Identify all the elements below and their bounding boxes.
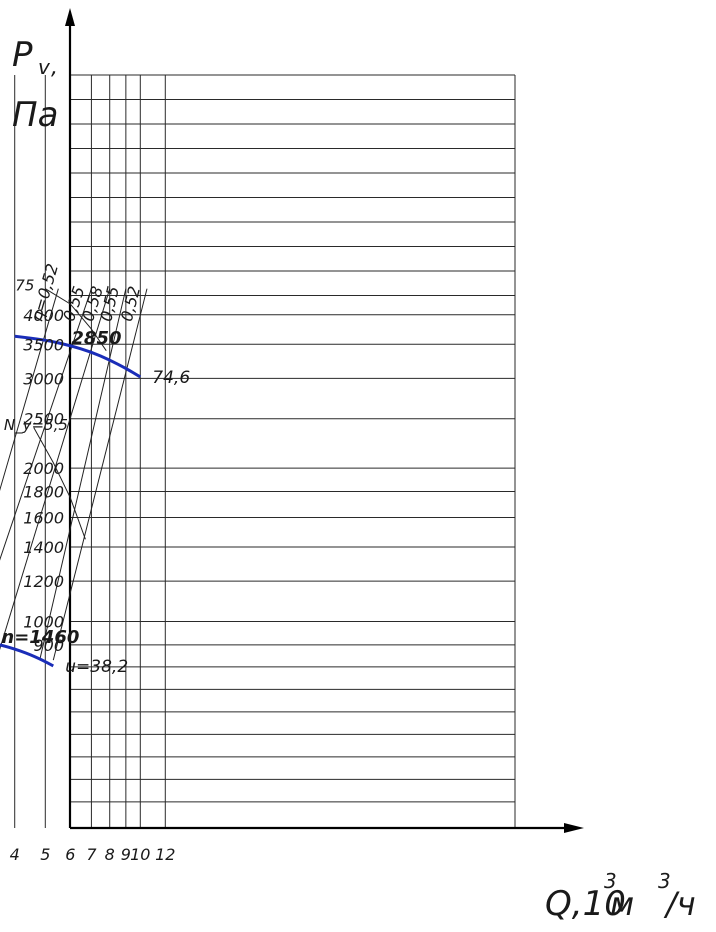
y-axis-label: P	[12, 35, 33, 75]
y-axis-arrow	[65, 8, 75, 26]
x-tick-label: 7	[86, 845, 97, 864]
performance-curve	[0, 643, 54, 668]
y-tick-label: 3000	[23, 369, 64, 388]
efficiency-line	[39, 288, 127, 661]
efficiency-line	[0, 288, 59, 492]
performance-end-label: u=38,2	[65, 657, 128, 677]
x-tick-label: 12	[155, 845, 175, 864]
y-tick-label: 2000	[23, 459, 64, 478]
x-tick-label: 9	[121, 845, 131, 864]
x-tick-label: 10	[130, 845, 150, 864]
performance-curve-label: n=1460	[1, 627, 79, 648]
efficiency-lines: η=0,520,550,580,550,52	[0, 261, 148, 661]
y-tick-label: 1400	[23, 538, 64, 557]
y-tick-label: 3500	[23, 335, 64, 354]
y-tick-label: 1000	[23, 613, 64, 632]
chart-grid	[14, 74, 516, 828]
y-axis-label-comma: ,	[51, 55, 58, 80]
x-tick-label: 5	[40, 845, 50, 864]
y-tick-label: 1200	[23, 572, 64, 591]
power-curve	[45, 288, 107, 351]
performance-curves: 2850 74,6 n=1460 u=38,2	[0, 328, 190, 677]
x-axis-label: Q,10	[545, 884, 626, 924]
y-tick-label: 1600	[23, 509, 64, 528]
y-tick-label: 1800	[23, 482, 64, 501]
power-curve-label: N_y=5,5	[4, 416, 68, 435]
y-tick-label: 4000	[23, 306, 64, 325]
x-axis-arrow	[564, 823, 584, 833]
x-axis-label-unit: м	[610, 885, 634, 923]
power-curve-label: 75	[15, 277, 34, 295]
y-axis-unit: Па	[12, 95, 58, 135]
performance-curve-label: 2850	[71, 328, 121, 349]
performance-curve	[14, 334, 142, 379]
x-tick-label: 8	[105, 845, 115, 864]
x-tick-label: 6	[65, 845, 75, 864]
y-tick-label: 2500	[23, 410, 64, 429]
x-tick-label: 4	[10, 845, 20, 864]
efficiency-line	[0, 288, 92, 561]
performance-end-label: 74,6	[152, 368, 190, 388]
tick-labels: 2,53456789101290010001200140016001800200…	[10, 306, 176, 864]
x-axis-label-exponent: 3	[658, 869, 671, 893]
y-axis-label-subscript: v	[38, 55, 51, 79]
y-tick-label: 900	[33, 636, 64, 655]
x-axis-label-tail: /ч	[663, 885, 696, 923]
x-axis-label-exponent: 3	[604, 869, 617, 893]
efficiency-line	[52, 288, 148, 661]
chart-axes	[65, 8, 584, 833]
power-curves: 75N_y=5,5	[4, 277, 107, 540]
power-curve	[33, 427, 86, 540]
